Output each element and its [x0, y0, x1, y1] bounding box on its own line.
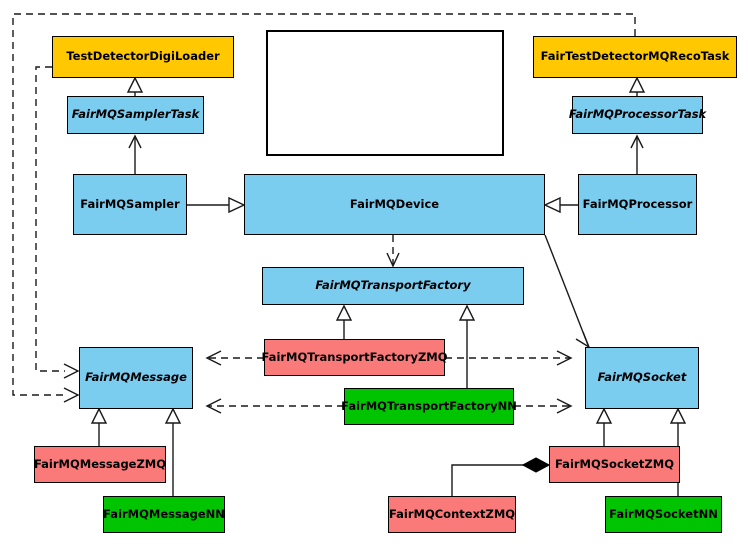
- edge-contextzmq-socketzmq: [451, 457, 551, 496]
- edge-processor-processortask: [630, 134, 644, 174]
- edge-tfzmq-message: [205, 350, 264, 366]
- edge-sampler-samplertask: [128, 134, 142, 174]
- edge-recotask-processortask: [628, 76, 646, 96]
- class-node-FairMQDevice[interactable]: FairMQDevice: [244, 174, 545, 235]
- edge-digiloader-message: [35, 66, 80, 379]
- edge-digiloader-samplertask: [126, 76, 144, 96]
- class-node-FairMQSocketZMQ[interactable]: FairMQSocketZMQ: [549, 446, 680, 483]
- edge-tfzmq-transportfactory: [335, 304, 353, 339]
- class-node-FairMQSamplerTask[interactable]: FairMQSamplerTask: [67, 96, 204, 134]
- class-node-FairMQTransportFactory[interactable]: FairMQTransportFactory: [262, 267, 524, 305]
- edge-tfnn-transportfactory: [458, 304, 476, 388]
- edge-messagenn-message: [164, 407, 182, 496]
- edge-messagezmq-message: [90, 407, 108, 446]
- class-node-FairMQMessageNN[interactable]: FairMQMessageNN: [103, 496, 225, 533]
- class-node-FairMQContextZMQ[interactable]: FairMQContextZMQ: [388, 496, 516, 533]
- class-node-FairMQMessageZMQ[interactable]: FairMQMessageZMQ: [34, 446, 166, 483]
- edge-device-socket: [544, 234, 591, 349]
- edge-device-transportfactory: [386, 235, 400, 268]
- class-node-TestDetectorDigiLoader[interactable]: TestDetectorDigiLoader: [52, 36, 234, 78]
- edge-processor-device: [543, 196, 578, 214]
- class-node-FairMQSocketNN[interactable]: FairMQSocketNN: [605, 496, 722, 533]
- class-node-FairTestDetectorMQRecoTask[interactable]: FairTestDetectorMQRecoTask: [533, 36, 737, 78]
- class-node-FairMQTransportFactoryNN[interactable]: FairMQTransportFactoryNN: [341, 388, 517, 425]
- class-node-FairMQSocket[interactable]: FairMQSocket: [585, 347, 699, 409]
- legend-panel: [266, 30, 504, 156]
- class-node-FairMQTransportFactoryZMQ[interactable]: FairMQTransportFactoryZMQ: [262, 339, 448, 376]
- edge-recotask-message: [12, 13, 636, 403]
- edge-tfzmq-socket: [445, 350, 573, 366]
- edge-sampler-device: [187, 196, 246, 214]
- edge-tfnn-socket: [514, 398, 573, 414]
- class-node-FairMQSampler[interactable]: FairMQSampler: [73, 174, 187, 235]
- class-node-FairMQProcessor[interactable]: FairMQProcessor: [578, 174, 697, 235]
- edge-tfnn-message: [205, 398, 344, 414]
- edge-socketzmq-socket: [595, 407, 613, 446]
- class-node-FairMQProcessorTask[interactable]: FairMQProcessorTask: [569, 96, 706, 134]
- class-node-FairMQMessage[interactable]: FairMQMessage: [79, 347, 193, 409]
